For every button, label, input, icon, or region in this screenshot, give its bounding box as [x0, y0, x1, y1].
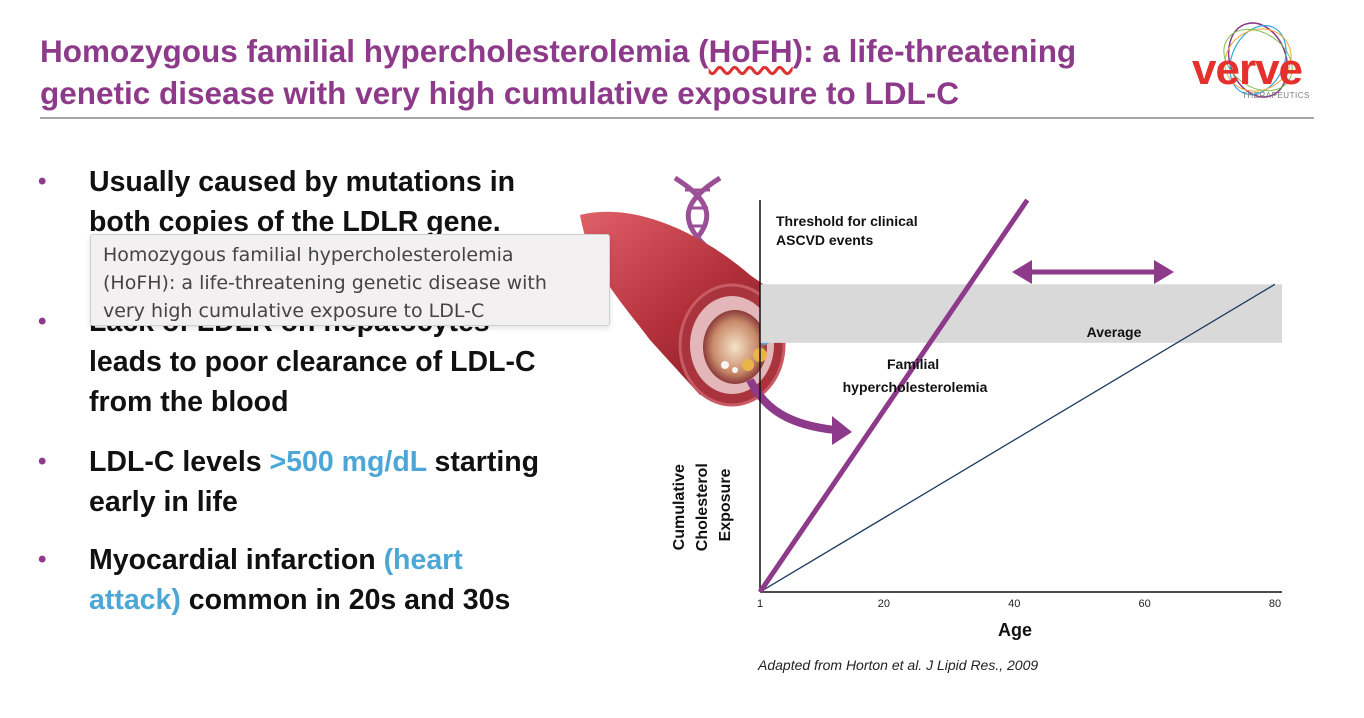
series-line-average [759, 283, 1276, 593]
x-tick-label: 1 [757, 598, 763, 610]
bullet-dot: • [38, 546, 47, 573]
series-label-familial-hypercholesterolemia: Familial hypercholesterolemia [843, 356, 988, 395]
ldl-level-highlight: >500 mg/dL [269, 446, 427, 478]
title-divider [40, 117, 1314, 119]
exposure-chart: Threshold for clinical ASCVD events Aver… [671, 198, 1282, 640]
x-tick-labels: 1 20 40 60 80 [757, 598, 1281, 610]
title-acronym: HoFH [708, 33, 793, 69]
logo-swirl-icon [1223, 22, 1293, 98]
title-tooltip: Homozygous familial hypercholesterolemia… [90, 234, 610, 326]
x-tick-label: 60 [1138, 598, 1150, 610]
x-tick-label: 80 [1269, 598, 1281, 610]
title-line2: genetic disease with very high cumulativ… [40, 75, 959, 111]
series-line-familial-hypercholesterolemia [757, 198, 1030, 594]
series-label-average: Average [1087, 324, 1142, 340]
logo-subtitle: THERAPEUTICS [1242, 91, 1310, 100]
artery-illustration [580, 175, 852, 445]
x-tick-label: 40 [1008, 598, 1020, 610]
slide-title: Homozygous familial hypercholesterolemia… [40, 30, 1160, 114]
bullet-dot: • [38, 168, 47, 195]
gap-double-arrow [1012, 260, 1174, 284]
title-line1-end: ): a life-threatening [792, 33, 1077, 69]
y-axis-label: Cumulative Cholesterol Exposure [671, 459, 734, 551]
title-line1-start: Homozygous familial hypercholesterolemia… [40, 33, 709, 69]
x-tick-label: 20 [878, 598, 890, 610]
logo-wordmark: verve [1192, 45, 1303, 94]
source-caption: Adapted from Horton et al. J Lipid Res.,… [758, 657, 1039, 673]
threshold-band [760, 284, 1282, 343]
verve-logo: verve THERAPEUTICS [1186, 20, 1326, 100]
threshold-label: Threshold for clinical ASCVD events [776, 213, 921, 248]
bullet-dot: • [38, 448, 47, 475]
x-axis-label: Age [998, 620, 1032, 640]
bullet-dot: • [38, 308, 47, 335]
